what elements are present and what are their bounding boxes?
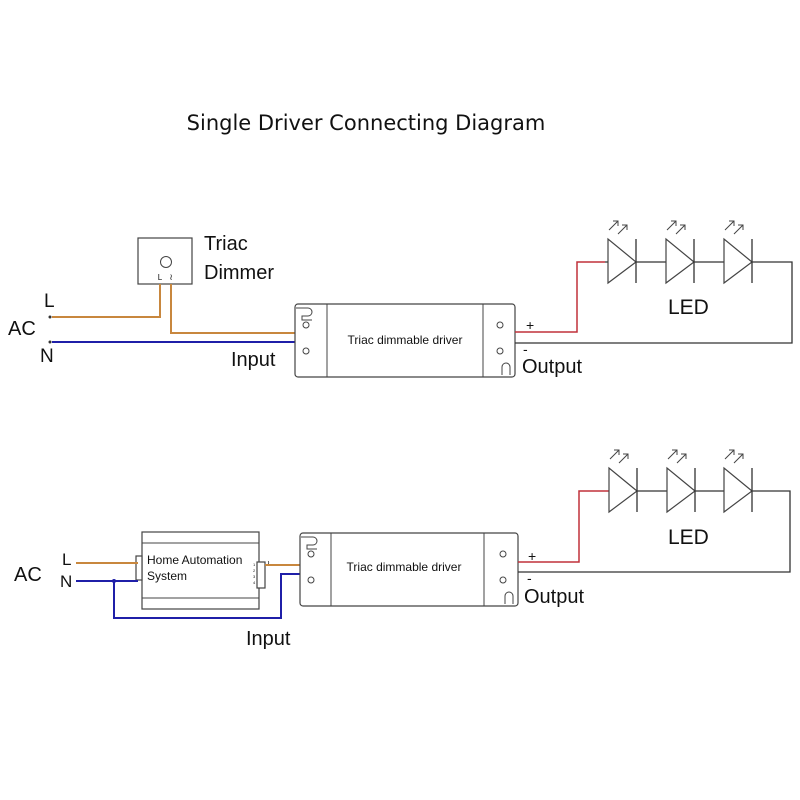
input-label: Input [231, 349, 276, 371]
negative-output-wire [518, 490, 791, 573]
triac-dimmer-box [137, 237, 193, 285]
light-emission-arrows-icon [609, 449, 629, 464]
triac-dimmable-driver: Triac dimmable driver [294, 303, 516, 378]
diagram-2-home-automation: AC L N Home Automation System 1 2 3 4 ≀ … [14, 449, 791, 650]
led-diode-icon [723, 466, 753, 514]
ac-label: AC [14, 564, 42, 586]
home-automation-label-line2: System [147, 569, 187, 583]
light-emission-arrows-icon [608, 220, 628, 235]
led-label: LED [668, 526, 709, 549]
terminal-out-symbol: ≀ [267, 559, 270, 568]
dimmer-label-line1: Triac [204, 233, 248, 255]
led-label: LED [668, 296, 709, 319]
dimmer-label-line2: Dimmer [204, 262, 274, 284]
led-diode-icon [723, 237, 753, 285]
home-automation-system: Home Automation System 1 2 3 4 ≀ [135, 531, 270, 610]
neutral-terminal-dot [48, 340, 52, 344]
led-2 [665, 220, 695, 285]
terminal-number-3: 3 [253, 574, 256, 579]
led-2 [666, 449, 696, 514]
led-3 [723, 220, 753, 285]
light-emission-arrows-icon [724, 449, 744, 464]
led-string [608, 449, 768, 514]
terminal-number-1: 1 [253, 562, 256, 567]
live-label: L [62, 550, 71, 569]
input-terminal-block [135, 555, 143, 581]
dimmer-terminal-out: ≀ [169, 272, 172, 282]
driver-output-terminal-minus [496, 347, 504, 355]
driver-output-terminal-plus [496, 321, 504, 329]
driver-body [299, 532, 519, 607]
driver-input-terminal-2 [302, 347, 310, 355]
plus-label: + [528, 548, 536, 564]
driver-input-terminal-1 [307, 550, 315, 558]
live-label: L [44, 291, 55, 312]
light-emission-arrows-icon [724, 220, 744, 235]
neutral-wire-to-driver [113, 573, 300, 619]
driver-label: Triac dimmable driver [347, 560, 462, 574]
dimmer-terminal-l: L [158, 273, 163, 282]
light-emission-arrows-icon [667, 449, 687, 464]
led-1 [607, 220, 637, 285]
dimmed-live-wire [170, 284, 295, 334]
dimmer-knob-icon [160, 256, 172, 268]
live-terminal-dot [48, 315, 52, 319]
positive-output-wire [518, 490, 609, 563]
driver-output-terminal-minus [499, 576, 507, 584]
diagram-1-triac-dimmer: AC L N L ≀ Triac Dimmer Input [8, 220, 793, 378]
driver-output-terminal-plus [499, 550, 507, 558]
driver-label: Triac dimmable driver [348, 333, 463, 347]
led-diode-icon [608, 466, 638, 514]
plus-label: + [526, 317, 534, 333]
led-string [605, 220, 765, 285]
ac-label: AC [8, 318, 36, 340]
positive-output-wire [515, 261, 605, 333]
live-wire-to-dimmer [52, 284, 161, 318]
driver-input-terminal-1 [302, 321, 310, 329]
driver-input-terminal-2 [307, 576, 315, 584]
neutral-label: N [40, 346, 54, 367]
triac-dimmer: L ≀ Triac Dimmer [137, 233, 274, 285]
terminal-number-4: 4 [253, 580, 256, 585]
driver-body [294, 303, 516, 378]
home-automation-label-line1: Home Automation [147, 553, 242, 567]
diagram-title: Single Driver Connecting Diagram [187, 111, 546, 135]
driver-mount-tab-left [301, 536, 318, 550]
driver-mount-tab-right [504, 591, 514, 604]
input-label: Input [246, 628, 291, 650]
triac-dimmable-driver: Triac dimmable driver [299, 532, 519, 607]
neutral-label: N [60, 572, 72, 591]
led-3 [723, 449, 753, 514]
minus-label: - [527, 570, 532, 586]
led-diode-icon [607, 237, 637, 285]
output-terminal-block [256, 561, 266, 589]
led-diode-icon [665, 237, 695, 285]
light-emission-arrows-icon [666, 220, 686, 235]
driver-mount-tab-left [296, 307, 313, 321]
led-diode-icon [666, 466, 696, 514]
terminal-number-2: 2 [253, 568, 256, 573]
led-1 [608, 449, 638, 514]
output-label: Output [524, 586, 584, 608]
driver-mount-tab-right [501, 362, 511, 375]
minus-label: - [523, 341, 528, 357]
negative-output-wire [515, 261, 793, 344]
output-label: Output [522, 356, 582, 378]
